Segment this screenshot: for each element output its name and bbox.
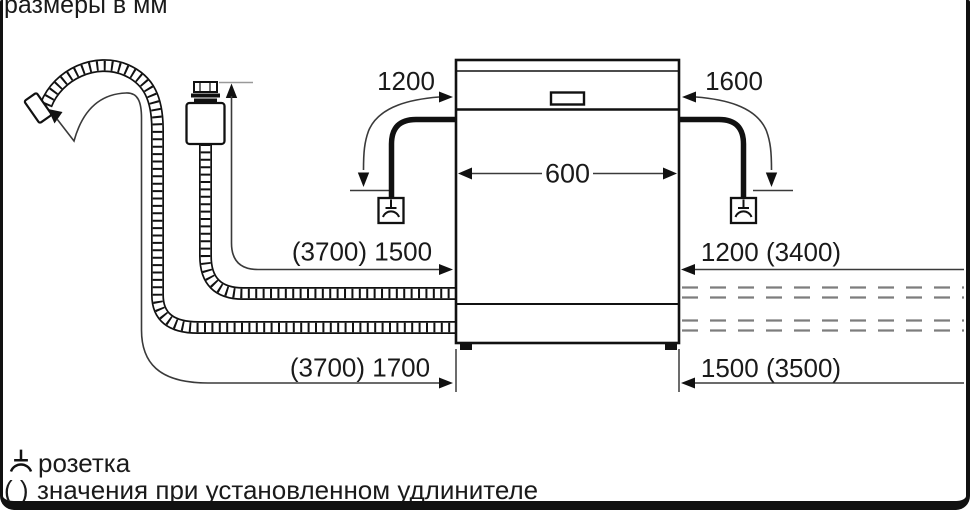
width-dimension: 600 — [458, 159, 677, 189]
dishwasher-display — [549, 91, 586, 106]
dishwasher-body — [454, 58, 681, 345]
valve-thread-band2 — [194, 98, 217, 102]
supply-length-dimension: (3700) 1500 — [225, 83, 453, 275]
legend-parentheses-label: значения при установленном удлинителе — [37, 475, 538, 501]
right-hose-lower-label: 1500 (3500) — [701, 353, 841, 383]
valve-body — [185, 101, 226, 146]
drain-length-dimension: (3700) 1700 — [48, 92, 457, 392]
legend-socket-icon — [9, 448, 33, 473]
supply-hose — [199, 144, 455, 300]
valve-cap — [193, 81, 218, 93]
supply-length-label: (3700) 1500 — [292, 237, 432, 267]
right-cord-dimension-curve — [695, 96, 773, 171]
drain-hose-nozzle — [23, 92, 53, 124]
legend-parentheses-symbol: ( ) — [4, 475, 29, 501]
power-cord-right — [679, 116, 747, 198]
legend-socket-label: розетка — [38, 448, 131, 478]
width-dimension-label: 600 — [545, 159, 590, 189]
right-dashed-hoses — [682, 286, 964, 332]
left-cord-group: 1200 — [350, 66, 456, 225]
left-cord-dimension-label: 1200 — [377, 66, 435, 96]
right-cord-dimension-label: 1600 — [705, 66, 763, 96]
aquastop-valve — [185, 81, 253, 146]
valve-thread-band1 — [191, 93, 220, 98]
power-cord-left — [388, 116, 456, 198]
right-dimensions: 1200 (3400) 1500 (3500) — [678, 237, 964, 392]
dishwasher — [454, 58, 681, 350]
dishwasher-foot-right — [665, 343, 677, 350]
page-title: размеры в мм — [4, 0, 168, 19]
width-arrow-left — [458, 167, 472, 180]
dishwasher-foot-left — [460, 343, 472, 350]
right-cord-group: 1600 — [679, 66, 793, 225]
drain-length-label: (3700) 1700 — [290, 353, 430, 383]
drain-hose — [23, 59, 455, 334]
installation-diagram: размеры в мм — [4, 0, 964, 501]
right-hose-upper-label: 1200 (3400) — [701, 237, 841, 267]
legend: розетка ( ) значения при установленном у… — [4, 448, 538, 501]
left-cord-dimension-curve — [362, 96, 440, 171]
width-arrow-right — [663, 167, 677, 180]
